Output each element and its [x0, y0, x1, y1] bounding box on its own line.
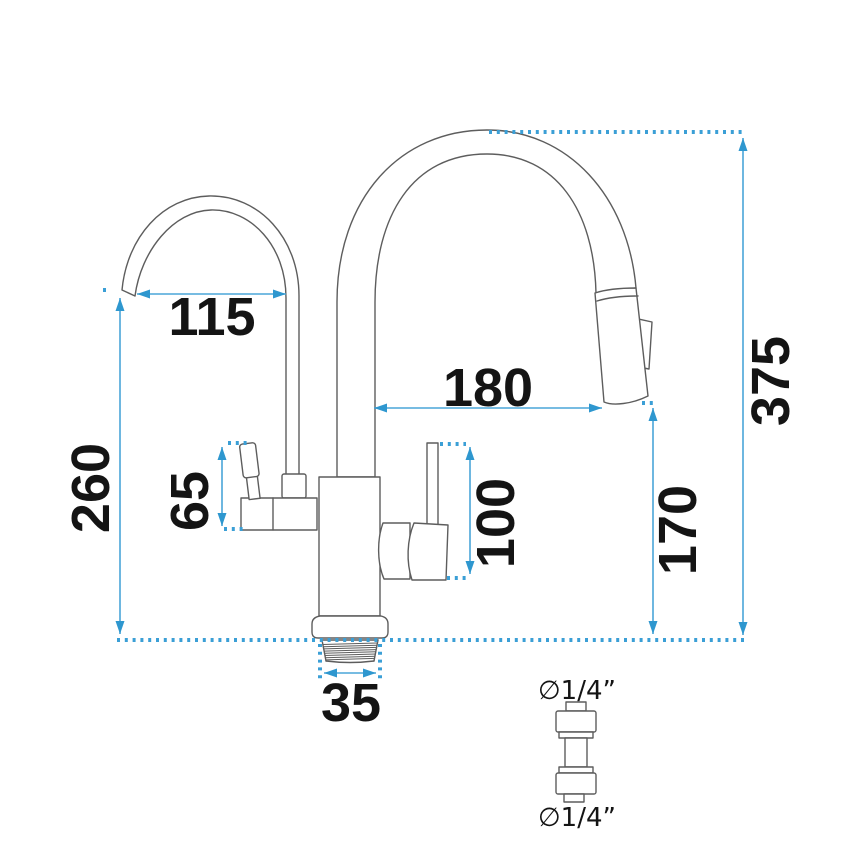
label-35: 35: [321, 673, 381, 733]
mixer-lever-handle: [407, 522, 449, 581]
filter-valve-block: [240, 497, 318, 531]
label-260: 260: [61, 443, 121, 533]
label-100: 100: [466, 478, 526, 568]
faucet-outline: [121, 129, 653, 664]
mixer-lever-rod: [426, 442, 439, 526]
faucet-body: [318, 476, 381, 617]
filter-lever-rod: [245, 474, 261, 501]
sprayer-head: [594, 287, 649, 405]
mounting-thread: [321, 639, 379, 664]
connector-bottom-cap: [555, 772, 597, 795]
mixer-lever-base: [377, 522, 411, 580]
label-115: 115: [168, 287, 255, 347]
small-spout-collar: [281, 473, 307, 499]
connector-bottom-band: [558, 766, 594, 774]
connector-top-stub: [565, 701, 587, 712]
large-spout: [336, 129, 637, 478]
connector-bottom-stub: [563, 793, 585, 803]
dimension-lines: [115, 138, 748, 678]
label-375: 375: [741, 336, 801, 426]
connector-top-band: [558, 731, 594, 739]
connector-bottom-label: ∅1/4”: [538, 803, 616, 833]
label-180: 180: [443, 358, 533, 418]
base-flange: [311, 615, 389, 639]
dimension-labels: 115 180 35 375 260 170 65 100: [61, 287, 801, 733]
label-65: 65: [160, 471, 220, 531]
connector-icon: ∅1/4” ∅1/4”: [538, 676, 616, 833]
dimension-guides: [103, 130, 744, 682]
label-170: 170: [648, 485, 708, 575]
connector-top-cap: [555, 710, 597, 733]
sprayer-head-seam: [596, 295, 639, 302]
connector-tube: [564, 737, 588, 768]
connector-top-label: ∅1/4”: [538, 676, 616, 706]
filter-lever-cap: [239, 442, 260, 479]
